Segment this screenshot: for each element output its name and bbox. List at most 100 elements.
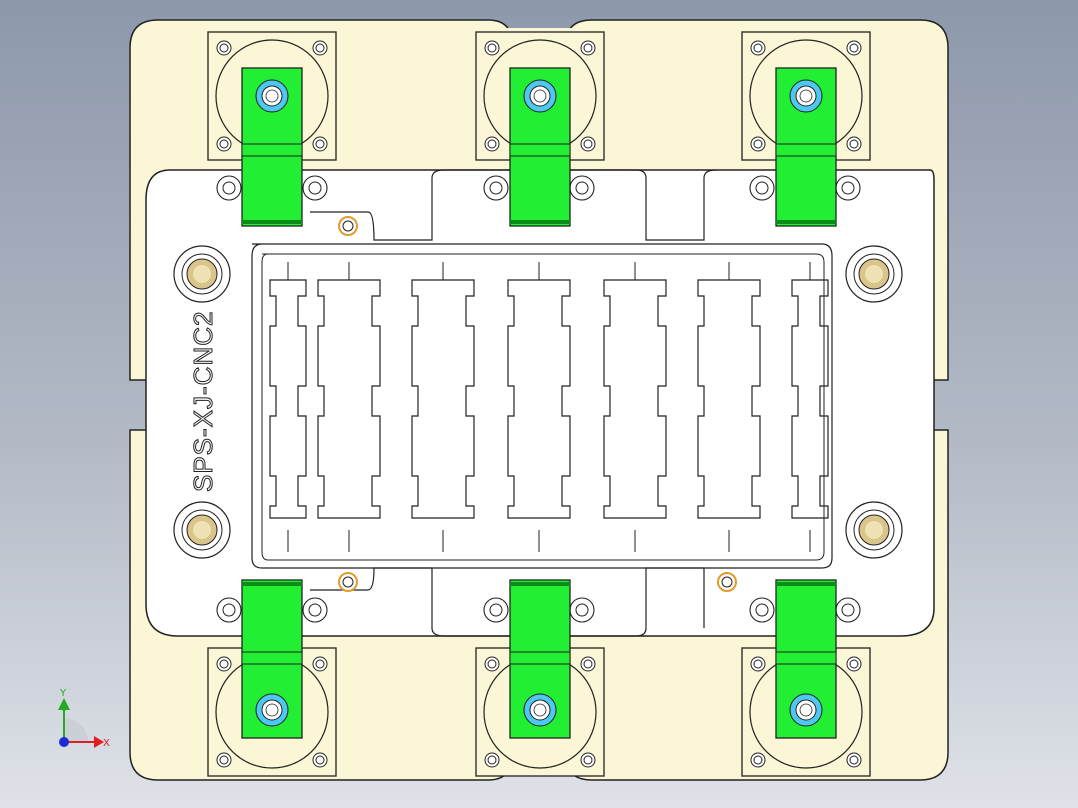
mount-screw-head [216,40,232,56]
mount-screw-socket [753,659,763,669]
x-axis-label: X [103,738,110,749]
x-axis-arrow [94,736,104,748]
mount-screw-head [484,656,500,672]
plate-screw-head [222,181,236,195]
clamp-hinge-band [241,143,303,157]
locating-pin-2 [338,572,358,592]
pocket-group [269,262,829,552]
mount-screw-socket [583,43,593,53]
bushing-group [173,245,903,559]
plate-screw-head [755,603,769,617]
clamp-bolt-socket [799,703,813,717]
mount-screw-head [580,656,596,672]
clamp-edge-shade [776,220,836,224]
brass-bushing-4 [845,501,903,559]
clamp-edge-shade [510,220,570,224]
mount-screw-head [312,656,328,672]
pocket-slot-6 [697,279,761,519]
clamp-5 [509,579,571,739]
clamp-4 [241,579,303,739]
mount-screw-head [750,136,766,152]
clamp-6 [775,579,837,739]
pin-group [216,175,861,623]
locating-pin-3 [717,572,737,592]
mount-screw-head [216,656,232,672]
mount-screw-socket [583,139,593,149]
mount-screw-socket [487,659,497,669]
mount-screw-head [216,752,232,768]
mount-screw-head [312,40,328,56]
mount-screw-head [484,136,500,152]
brass-bushing-3 [173,501,231,559]
triad-arc [64,718,88,742]
mount-screw-socket [849,139,859,149]
pocket-slot-2 [317,279,381,519]
pin-core [721,576,733,588]
mount-screw-head [312,136,328,152]
clamp-hinge-band [509,143,571,157]
clamp-group [241,67,837,739]
mount-screw-socket [219,659,229,669]
mount-screw-socket [219,755,229,765]
axis-triad: Y X [58,688,110,749]
pocket-slot-7 [791,279,829,519]
plate-screw-head [489,603,503,617]
mount-screw-head [580,752,596,768]
y-axis-label: Y [59,688,67,699]
plate-screw-head [755,181,769,195]
mount-screw-socket [583,755,593,765]
clamp-2 [509,67,571,227]
clamp-edge-shade [776,582,836,586]
clamp-hinge-band [509,651,571,665]
mount-screw-head [846,136,862,152]
mount-screw-head [312,752,328,768]
clamp-edge-shade [510,582,570,586]
mount-screw-socket [849,659,859,669]
clamp-bolt-socket [799,89,813,103]
mount-screw-socket [315,755,325,765]
clamp-3 [775,67,837,227]
mount-screw-head [846,656,862,672]
fixture-plate [145,169,935,637]
plate-screw-head [841,181,855,195]
plate-screw-head [308,603,322,617]
clamp-edge-shade [242,220,302,224]
pocket-slot-3 [411,279,475,519]
plate-screw-head [222,603,236,617]
mount-screw-head [846,752,862,768]
mount-screw-socket [849,43,859,53]
mount-screw-head [484,752,500,768]
brass-bushing-1 [173,245,231,303]
clamp-hinge-band [775,651,837,665]
clamp-bolt-socket [265,703,279,717]
mount-screw-socket [583,659,593,669]
plate-screw-head [575,181,589,195]
z-axis-dot [59,737,69,747]
mount-screw-socket [849,755,859,765]
brass-bushing-2 [845,245,903,303]
mount-screw-head [750,752,766,768]
mount-screw-head [846,40,862,56]
mount-screw-socket [753,755,763,765]
locating-pin-1 [338,216,358,236]
mount-screw-head [580,136,596,152]
mount-screw-head [750,656,766,672]
clamp-hinge-band [775,143,837,157]
clamp-hinge-band [241,651,303,665]
mount-screw-socket [487,43,497,53]
mount-screw-socket [315,43,325,53]
plate-screw-head [489,181,503,195]
clamp-bolt-socket [265,89,279,103]
pin-core [342,220,354,232]
plate-screw-head [308,181,322,195]
pocket-slot-1 [269,279,307,519]
mount-screw-head [580,40,596,56]
y-axis-arrow [58,698,70,710]
bushing-face [193,265,211,283]
clamp-bolt-socket [533,703,547,717]
mount-screw-socket [487,139,497,149]
engraved-label: SPS-XJ-CNC2 [188,311,218,492]
plate-screw-head [841,603,855,617]
mount-screw-socket [487,755,497,765]
